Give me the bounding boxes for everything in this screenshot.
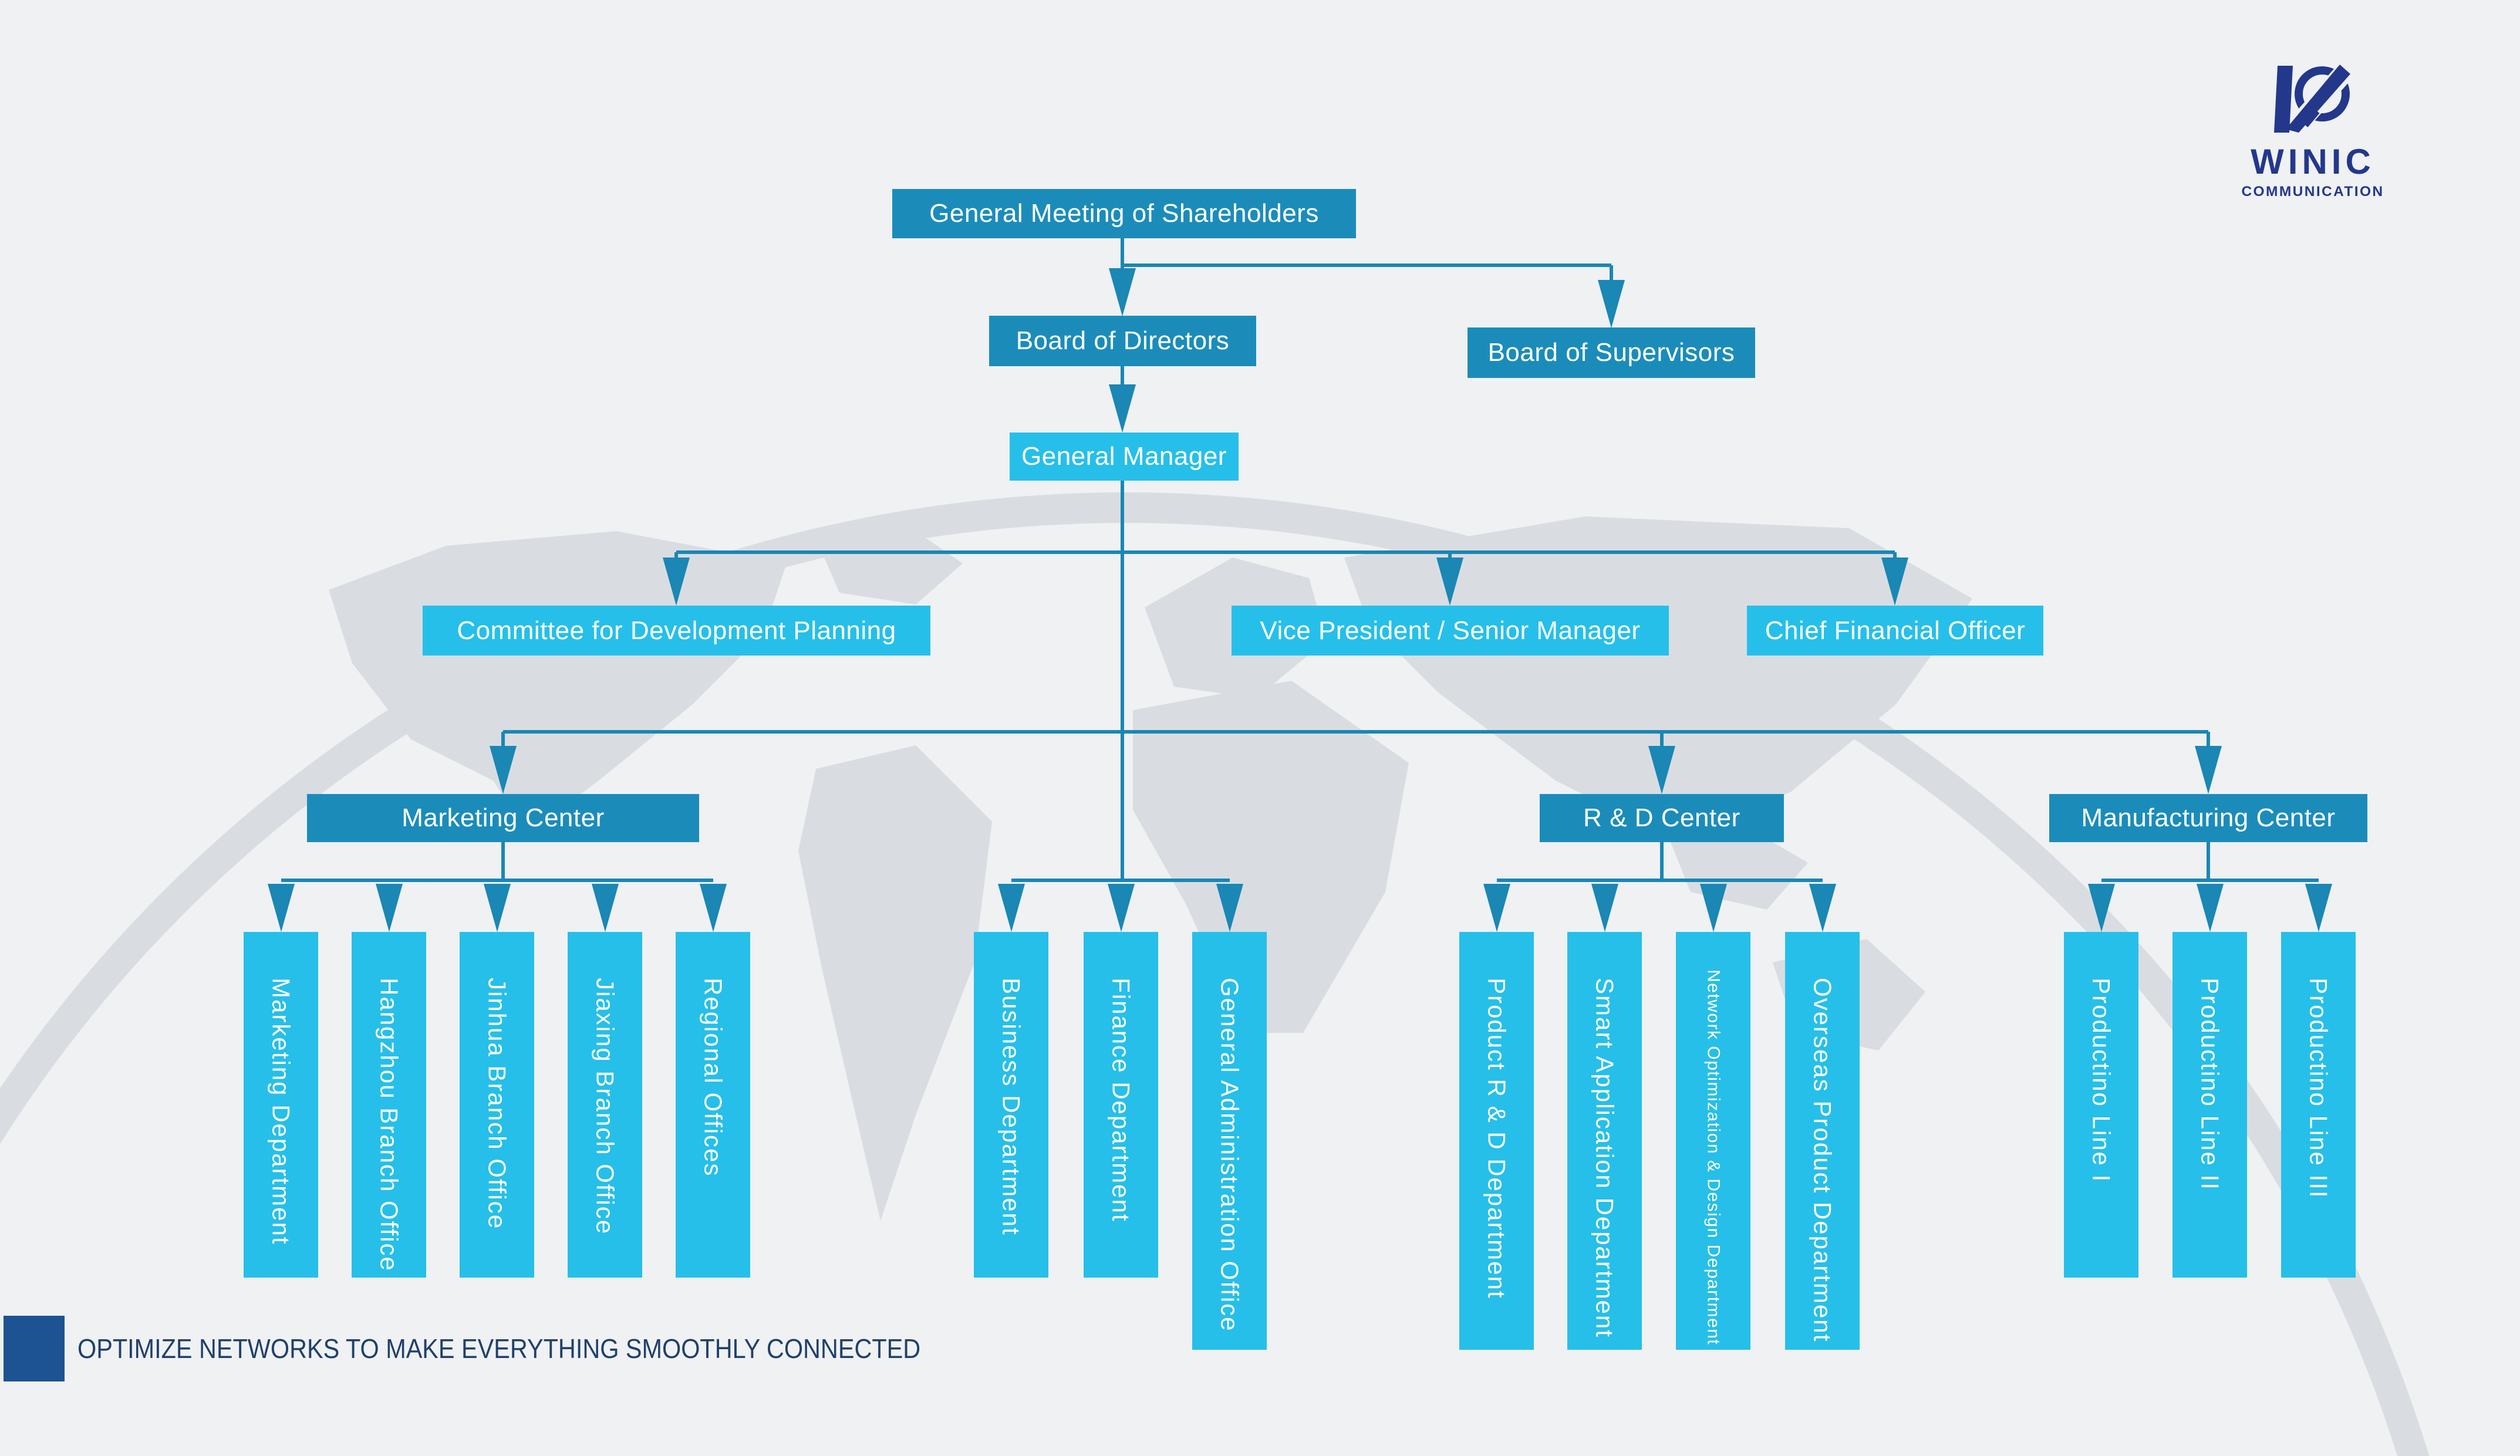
node-general-meeting-of-shareholders: General Meeting of Shareholders [892, 189, 1356, 238]
node-production-line-2: Productino Line II [2172, 932, 2247, 1278]
node-board-of-directors: Board of Directors [989, 316, 1256, 366]
node-smart-application-department: Smart Application Department [1567, 932, 1642, 1350]
node-committee-for-development-planning: Committee for Development Planning [423, 606, 930, 656]
node-business-department: Business Department [974, 932, 1048, 1278]
node-jinhua-branch-office: Jinhua Branch Office [460, 932, 534, 1278]
node-chief-financial-officer: Chief Financial Officer [1747, 606, 2043, 656]
node-marketing-center: Marketing Center [307, 794, 699, 842]
node-network-optimization-design-department: Network Optimization & Design Department [1676, 932, 1750, 1350]
company-logo: WINIC COMMUNICATION [2225, 63, 2401, 200]
node-production-line-3: Productino Line III [2281, 932, 2356, 1278]
slogan-text: OPTIMIZE NETWORKS TO MAKE EVERYTHING SMO… [77, 1333, 921, 1364]
node-manufacturing-center: Manufacturing Center [2049, 794, 2367, 842]
node-general-administration-office: General Administration Office [1192, 932, 1267, 1350]
node-production-line-1: Productino Line I [2064, 932, 2138, 1278]
node-product-rd-department: Product R & D Department [1459, 932, 1534, 1350]
footer: OPTIMIZE NETWORKS TO MAKE EVERYTHING SMO… [0, 1316, 1174, 1383]
node-marketing-department: Marketing Department [244, 932, 318, 1278]
node-jiaxing-branch-office: Jiaxing Branch Office [568, 932, 642, 1278]
node-vice-president-senior-manager: Vice President / Senior Manager [1232, 606, 1669, 656]
node-finance-department: Finance Department [1084, 932, 1158, 1278]
node-hangzhou-branch-office: Hangzhou Branch Office [352, 932, 426, 1278]
node-regional-offices: Regional Offices [676, 932, 750, 1278]
node-rd-center: R & D Center [1540, 794, 1784, 842]
brand-subtitle: COMMUNICATION [2241, 184, 2384, 200]
node-overseas-product-department: Overseas Product Department [1785, 932, 1860, 1350]
node-general-manager: General Manager [1010, 433, 1239, 481]
logo-mark-icon [2274, 63, 2354, 134]
node-board-of-supervisors: Board of Supervisors [1468, 327, 1755, 378]
slogan-accent-square [4, 1316, 65, 1381]
arrowheads [268, 268, 2332, 932]
brand-name: WINIC [2251, 142, 2375, 181]
